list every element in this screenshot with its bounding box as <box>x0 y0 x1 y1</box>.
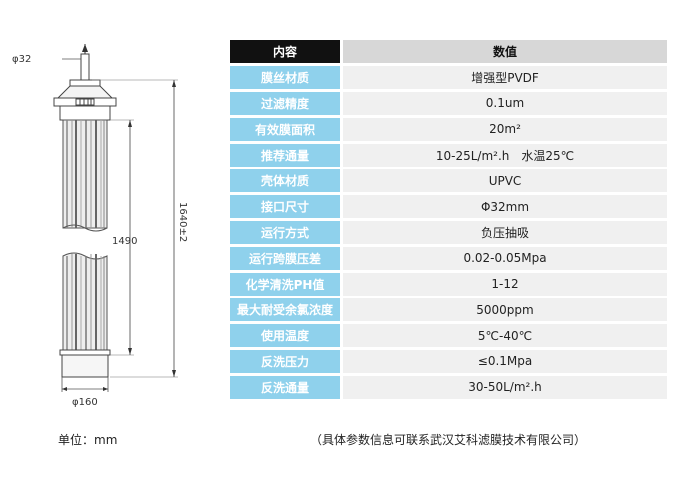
header-label: 内容 <box>230 40 340 64</box>
row-label: 推荐通量 <box>230 143 340 167</box>
table-row: 最大耐受余氯浓度 5000ppm <box>230 297 667 323</box>
unit-value: mm <box>94 433 118 447</box>
unit-label: 单位 <box>58 433 83 447</box>
cap-cone <box>56 85 114 99</box>
row-label: 运行方式 <box>230 220 340 244</box>
row-label: 接口尺寸 <box>230 195 340 219</box>
row-value: 0.1um <box>343 91 667 115</box>
row-value: 5℃-40℃ <box>343 324 667 348</box>
table-row: 接口尺寸 Φ32mm <box>230 194 667 220</box>
row-value: 5000ppm <box>343 298 667 322</box>
row-value: UPVC <box>343 169 667 193</box>
dim-body-label: 1490 <box>112 236 137 247</box>
row-label: 反洗压力 <box>230 349 340 373</box>
row-label: 反洗通量 <box>230 375 340 399</box>
dim-top-label: φ32 <box>12 54 31 65</box>
table-row: 推荐通量 10-25L/m².h 水温25℃ <box>230 142 667 168</box>
base-ring <box>59 349 111 356</box>
row-label: 有效膜面积 <box>230 117 340 141</box>
table-header-row: 内容 数值 <box>230 39 667 65</box>
row-label: 运行跨膜压差 <box>230 246 340 270</box>
unit-note: 单位：mm <box>58 431 117 448</box>
row-label: 最大耐受余氯浓度 <box>230 298 340 322</box>
row-value: 负压抽吸 <box>343 220 667 244</box>
row-value: 10-25L/m².h 水温25℃ <box>343 143 667 167</box>
top-arrow-icon <box>82 44 88 52</box>
table-row: 过滤精度 0.1um <box>230 91 667 117</box>
row-value: 0.02-0.05Mpa <box>343 246 667 270</box>
potting-head <box>59 105 111 121</box>
table-row: 化学清洗PH值 1-12 <box>230 271 667 297</box>
cap-connector <box>75 98 95 106</box>
base-block <box>61 354 109 378</box>
fiber-bundle-upper <box>62 119 108 232</box>
outlet-pipe <box>80 53 90 81</box>
dim-total-label: 1640±2 <box>177 202 188 242</box>
row-value: ≤0.1Mpa <box>343 349 667 373</box>
table-row: 反洗压力 ≤0.1Mpa <box>230 349 667 375</box>
row-value: Φ32mm <box>343 195 667 219</box>
row-value: 20m² <box>343 117 667 141</box>
table-row: 壳体材质 UPVC <box>230 168 667 194</box>
table-row: 运行跨膜压差 0.02-0.05Mpa <box>230 245 667 271</box>
table-row: 膜丝材质 增强型PVDF <box>230 65 667 91</box>
table-row: 运行方式 负压抽吸 <box>230 220 667 246</box>
fiber-bundle-lower <box>62 252 108 351</box>
header-value: 数值 <box>343 40 667 64</box>
spec-table: 内容 数值 膜丝材质 增强型PVDF 过滤精度 0.1um 有效膜面积 20m²… <box>230 39 667 400</box>
unit-separator: ： <box>82 433 95 447</box>
row-label: 过滤精度 <box>230 91 340 115</box>
cap-neck <box>69 79 101 87</box>
table-row: 有效膜面积 20m² <box>230 116 667 142</box>
contact-note: （具体参数信息可联系武汉艾科滤膜技术有限公司） <box>310 433 587 447</box>
row-value: 30-50L/m².h <box>343 375 667 399</box>
dim-bottom-label: φ160 <box>72 397 98 408</box>
row-value: 增强型PVDF <box>343 66 667 90</box>
membrane-module-drawing: φ32 φ160 <box>12 44 188 408</box>
row-label: 使用温度 <box>230 324 340 348</box>
row-label: 化学清洗PH值 <box>230 272 340 296</box>
table-row: 反洗通量 30-50L/m².h <box>230 374 667 400</box>
table-row: 使用温度 5℃-40℃ <box>230 323 667 349</box>
row-value: 1-12 <box>343 272 667 296</box>
row-label: 壳体材质 <box>230 169 340 193</box>
row-label: 膜丝材质 <box>230 66 340 90</box>
